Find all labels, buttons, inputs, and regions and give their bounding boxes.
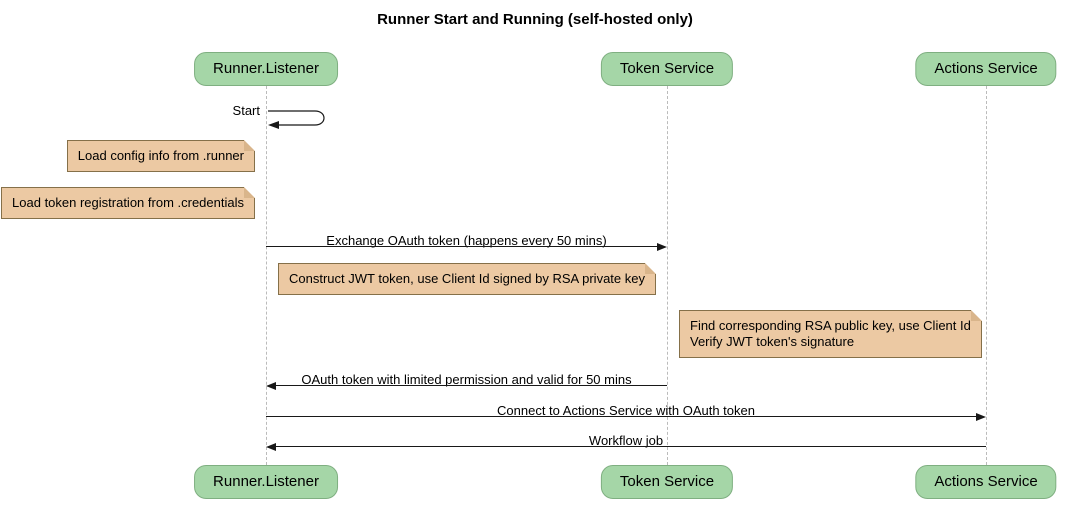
message-connect-actions-line <box>266 416 976 417</box>
participant-token-service-bottom: Token Service <box>600 465 734 499</box>
message-workflow-job-line <box>276 446 986 447</box>
note-load-config: Load config info from .runner <box>66 140 256 172</box>
message-exchange-oauth-line <box>266 246 658 247</box>
participant-actions-service-top: Actions Service <box>915 52 1057 86</box>
message-connect-actions-arrowhead-icon <box>976 413 986 421</box>
message-oauth-return-line <box>276 385 667 386</box>
message-workflow-job-label: Workflow job <box>588 433 664 448</box>
lifeline-actions-service <box>986 86 987 465</box>
lifeline-runner-listener <box>266 86 267 465</box>
note-verify-jwt: Find corresponding RSA public key, use C… <box>679 310 982 358</box>
message-start-label: Start <box>232 103 260 118</box>
message-exchange-oauth-arrowhead-icon <box>657 243 667 251</box>
message-oauth-return-arrowhead-icon <box>266 382 276 390</box>
message-workflow-job-arrowhead-icon <box>266 443 276 451</box>
diagram-title: Runner Start and Running (self-hosted on… <box>377 11 693 28</box>
participant-runner-listener-bottom: Runner.Listener <box>194 465 338 499</box>
message-connect-actions-label: Connect to Actions Service with OAuth to… <box>497 403 755 418</box>
lifeline-token-service <box>667 86 668 465</box>
note-load-token-registration: Load token registration from .credential… <box>1 187 255 219</box>
participant-runner-listener-top: Runner.Listener <box>194 52 338 86</box>
note-construct-jwt: Construct JWT token, use Client Id signe… <box>278 263 656 295</box>
participant-token-service-top: Token Service <box>600 52 734 86</box>
message-oauth-return-label: OAuth token with limited permission and … <box>301 372 632 387</box>
self-message-arrow <box>268 110 325 129</box>
participant-actions-service-bottom: Actions Service <box>915 465 1057 499</box>
message-exchange-oauth-label: Exchange OAuth token (happens every 50 m… <box>326 233 607 248</box>
